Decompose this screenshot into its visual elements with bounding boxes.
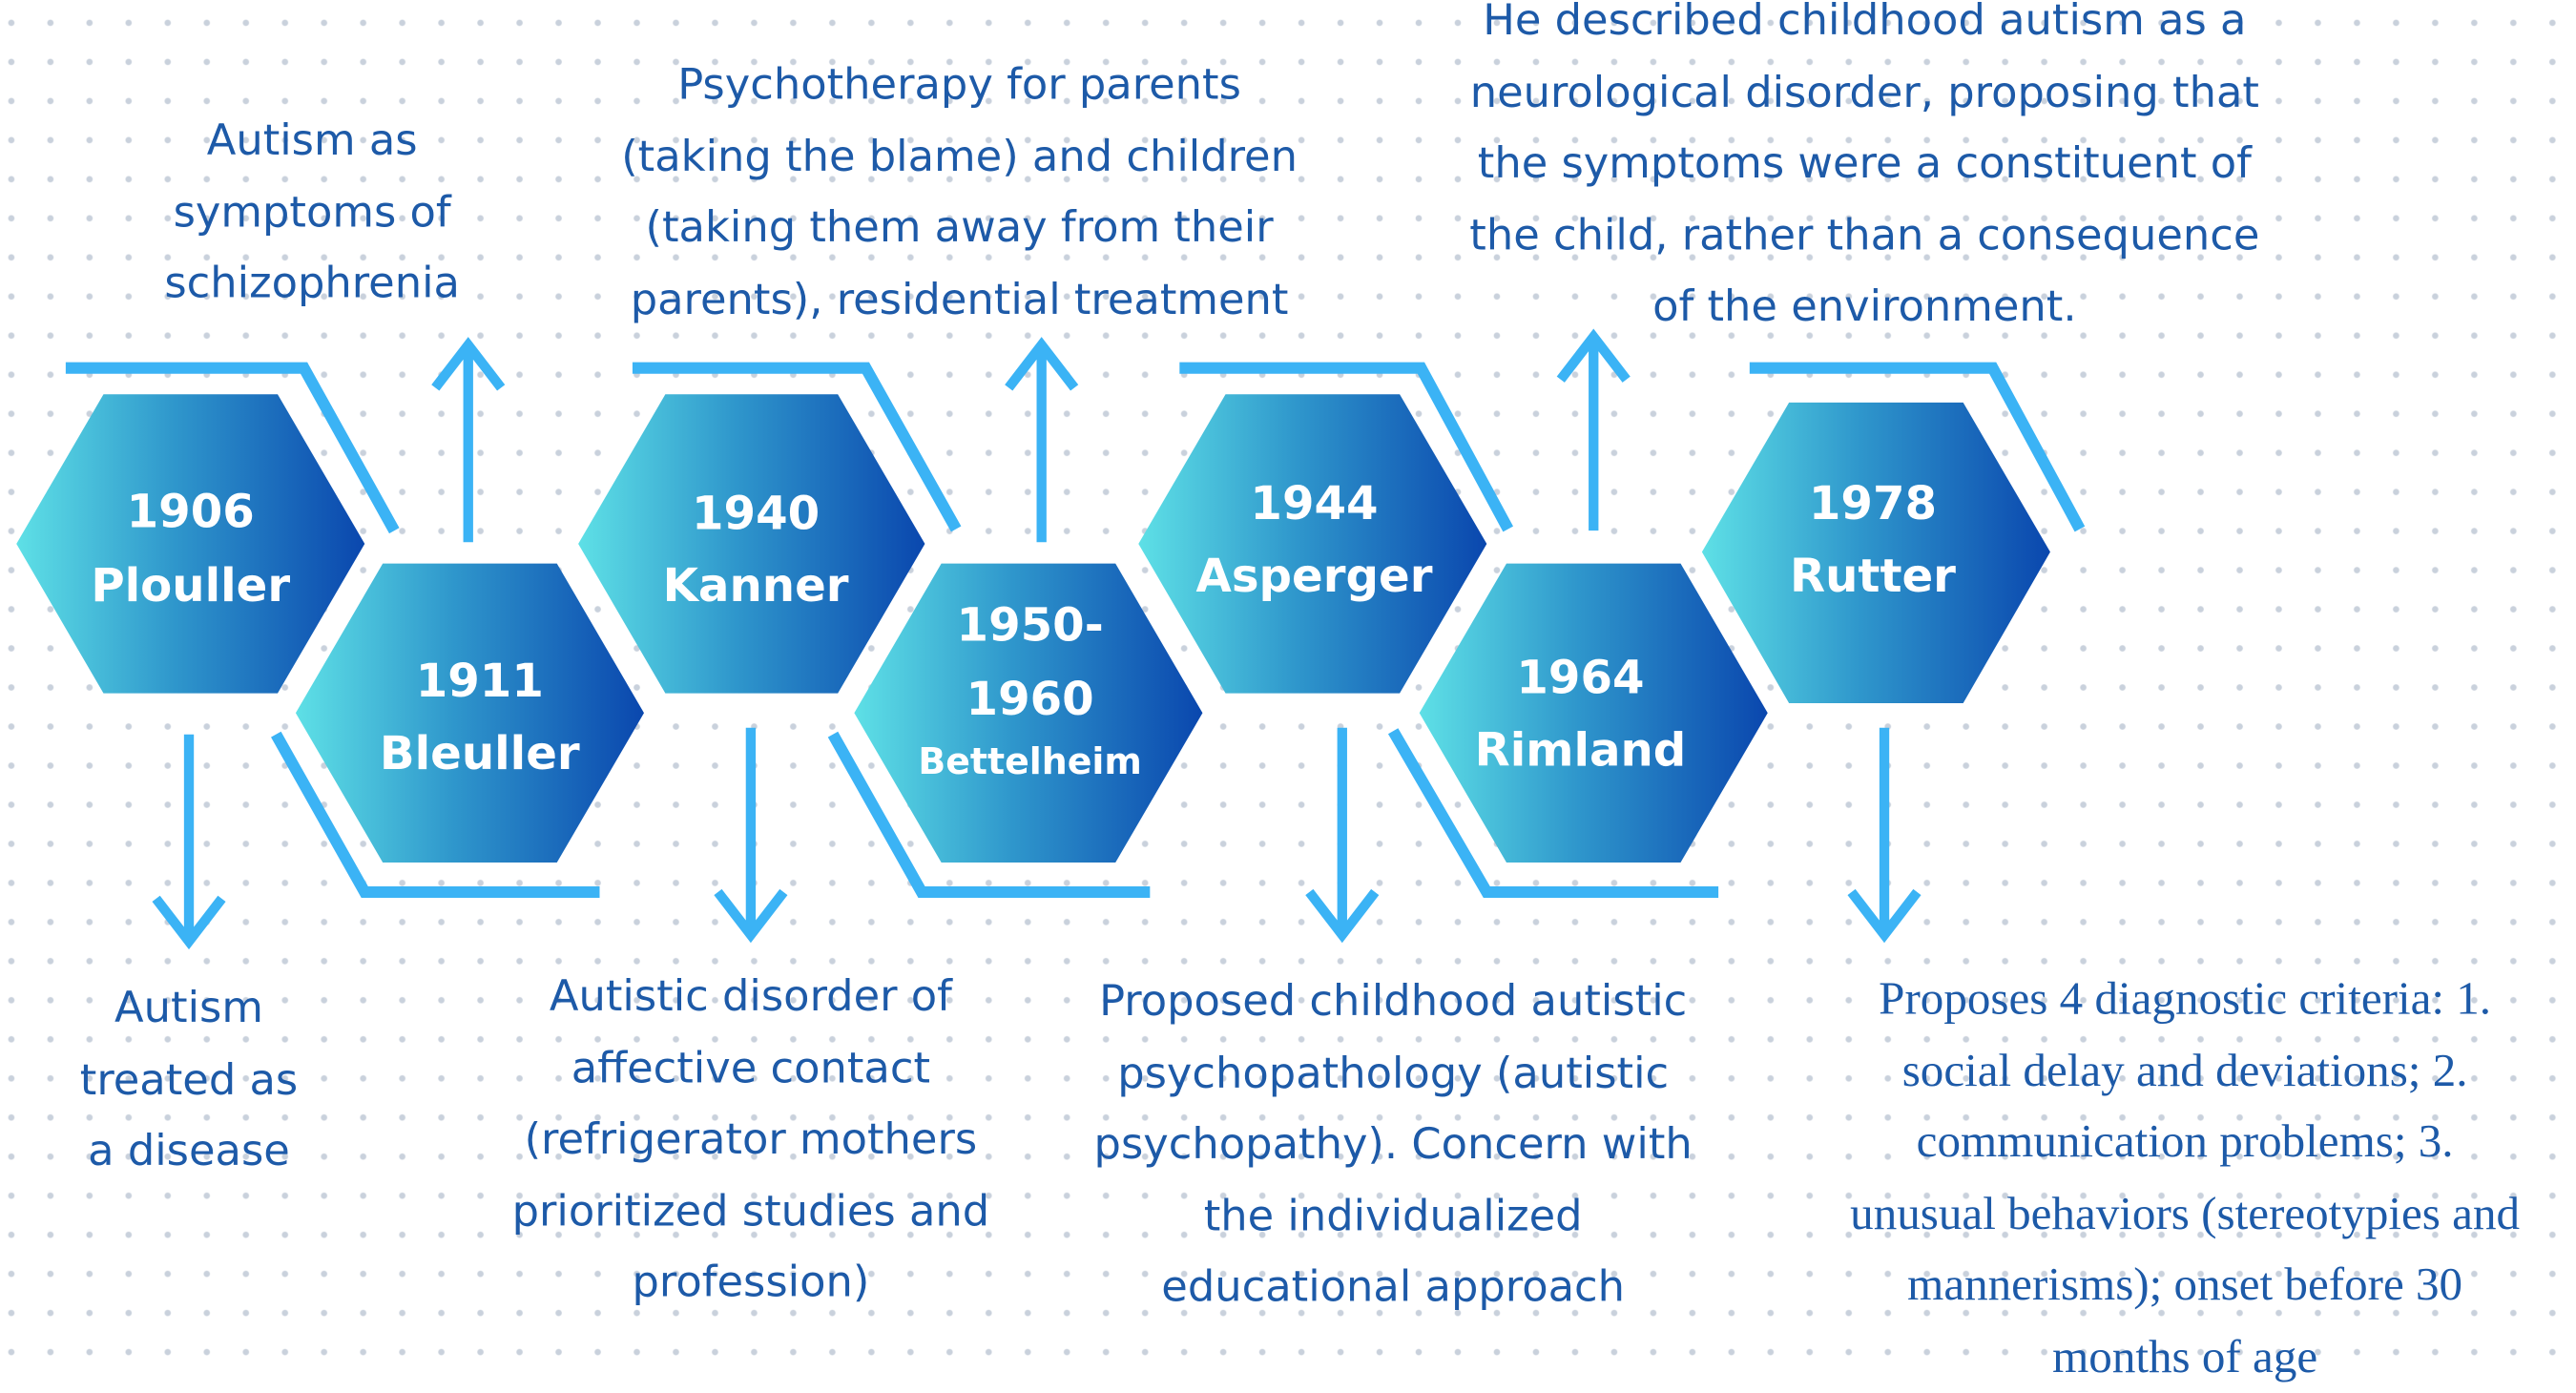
bracket-top-1978	[1749, 362, 2086, 532]
arrow-up-icon	[431, 337, 506, 543]
note-1964: He described childhood autism as a neuro…	[1388, 0, 2341, 344]
note-line: mannerisms); onset before 30	[1907, 1259, 2463, 1312]
hexagon-1950-1960	[854, 563, 1203, 863]
year-1944: 1944	[1250, 477, 1378, 530]
year-1940: 1940	[692, 487, 820, 540]
note-line: prioritized studies and	[511, 1187, 990, 1237]
note-line: neurological disorder, proposing that	[1469, 68, 2259, 118]
arrow-down-icon	[1847, 727, 1922, 944]
note-line: the symptoms were a constituent of	[1477, 139, 2252, 190]
note-line: communication problems; 3.	[1916, 1116, 2454, 1169]
note-1940: Autistic disorder of affective contact (…	[455, 963, 1047, 1320]
note-line: Autism as	[206, 116, 418, 166]
note-line: affective contact	[571, 1044, 931, 1093]
year-1906: 1906	[127, 486, 255, 539]
note-line: profession)	[632, 1258, 870, 1308]
year-1978: 1978	[1809, 477, 1937, 530]
arrow-down-icon	[152, 734, 226, 950]
arrow-up-icon	[1005, 337, 1079, 543]
note-1911: Autism as symptoms of schizophrenia	[98, 107, 526, 322]
name-plouller: Plouller	[91, 559, 290, 613]
arrows	[152, 328, 1922, 950]
name-rimland: Rimland	[1475, 723, 1687, 777]
bracket-top-1944	[1179, 362, 1514, 532]
bracket-bottom-1964	[1387, 728, 1719, 899]
hexagon-1964	[1419, 563, 1768, 863]
year-1960: 1960	[966, 673, 1094, 726]
year-1950: 1950-	[957, 599, 1104, 653]
brackets	[65, 362, 2086, 899]
bracket-bottom-1950	[827, 731, 1151, 899]
note-line: Autism	[114, 984, 263, 1034]
note-line: months of age	[2052, 1331, 2318, 1383]
name-bettelheim: Bettelheim	[918, 740, 1142, 782]
bracket-bottom-1911	[271, 731, 600, 899]
note-line: symptoms of	[173, 188, 451, 238]
note-line: Autistic disorder of	[549, 972, 952, 1023]
note-line: the individualized	[1203, 1192, 1583, 1241]
note-line: of the environment.	[1652, 282, 2077, 332]
note-1906: Autism treated as a disease	[25, 974, 353, 1189]
arrow-down-icon	[1305, 727, 1380, 944]
note-line: (taking them away from their	[645, 203, 1274, 254]
hexagon-1978	[1701, 402, 2050, 703]
note-line: Psychotherapy for parents	[677, 60, 1241, 111]
note-1950-1960: Psychotherapy for parents (taking the bl…	[549, 51, 1370, 337]
note-line: the child, rather than a consequence	[1469, 211, 2260, 260]
hexagon-1906	[16, 394, 365, 694]
bracket-top-1906	[65, 362, 400, 534]
hexagon-labels: 1906 Plouller 1911 Bleuller 1940 Kanner …	[91, 477, 1956, 782]
year-1964: 1964	[1516, 652, 1644, 705]
note-line: social delay and deviations; 2.	[1901, 1045, 2468, 1097]
note-line: a disease	[88, 1127, 290, 1176]
arrow-down-icon	[714, 727, 788, 944]
note-line: unusual behaviors (stereotypies and	[1850, 1188, 2521, 1240]
note-1978: Proposes 4 diagnostic criteria: 1. socia…	[1791, 965, 2576, 1393]
note-line: Proposes 4 diagnostic criteria: 1.	[1879, 974, 2492, 1026]
note-line: psychopathy). Concern with	[1093, 1120, 1693, 1170]
arrow-up-icon	[1556, 328, 1631, 531]
name-rutter: Rutter	[1790, 550, 1956, 603]
note-line: He described childhood autism as a	[1483, 0, 2247, 47]
note-line: schizophrenia	[164, 260, 460, 309]
year-1911: 1911	[416, 655, 544, 708]
note-1944: Proposed childhood autistic psychopathol…	[1031, 967, 1755, 1325]
note-line: treated as	[79, 1055, 299, 1105]
bracket-top-1940	[632, 362, 962, 532]
hexagon-1911	[295, 563, 644, 863]
name-bleuller: Bleuller	[380, 727, 580, 780]
note-line: Proposed childhood autistic	[1099, 977, 1688, 1028]
note-line: (taking the blame) and children	[621, 132, 1298, 182]
name-kanner: Kanner	[663, 559, 849, 613]
hexagon-1940	[578, 394, 925, 694]
hexagons	[16, 394, 2050, 863]
hexagon-1944	[1138, 394, 1487, 694]
name-asperger: Asperger	[1196, 550, 1433, 603]
note-line: educational approach	[1161, 1263, 1626, 1313]
note-line: (refrigerator mothers	[524, 1115, 978, 1165]
note-line: parents), residential treatment	[630, 275, 1289, 325]
note-line: psychopathology (autistic	[1117, 1049, 1670, 1099]
